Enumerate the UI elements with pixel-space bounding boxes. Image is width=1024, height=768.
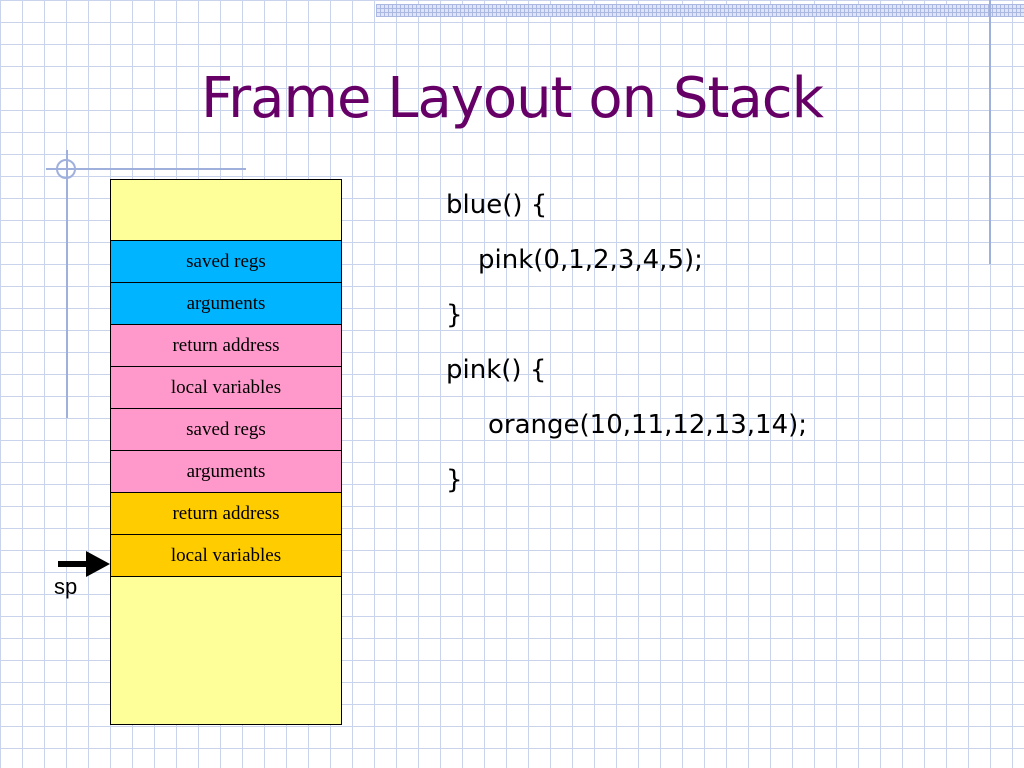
stack-pointer-label: sp [54,574,78,599]
stack-cell: saved regs [111,241,341,283]
stack-cell: return address [111,493,341,535]
code-line: } [446,300,463,330]
stack-cell: saved regs [111,409,341,451]
stack-cell: arguments [111,451,341,493]
stack-cell: arguments [111,283,341,325]
stack-cell: local variables [111,535,341,577]
code-line: orange(10,11,12,13,14); [488,410,808,440]
code-line: pink(0,1,2,3,4,5); [478,245,703,275]
stack-empty-top [111,180,341,241]
stack-diagram: saved regs arguments return address loca… [110,179,342,725]
decorative-horizontal-line [46,168,246,170]
decorative-vertical-line-left [66,150,68,418]
code-line: } [446,465,463,495]
decorative-vertical-line-right [989,0,991,264]
code-line: pink() { [446,355,547,385]
code-line: blue() { [446,190,548,220]
decorative-circle [56,159,76,179]
stack-pointer-arrow-icon [58,551,110,577]
stack-cell: local variables [111,367,341,409]
slide-title: Frame Layout on Stack [200,66,824,131]
header-decoration-band [376,4,1024,17]
stack-cell: return address [111,325,341,367]
